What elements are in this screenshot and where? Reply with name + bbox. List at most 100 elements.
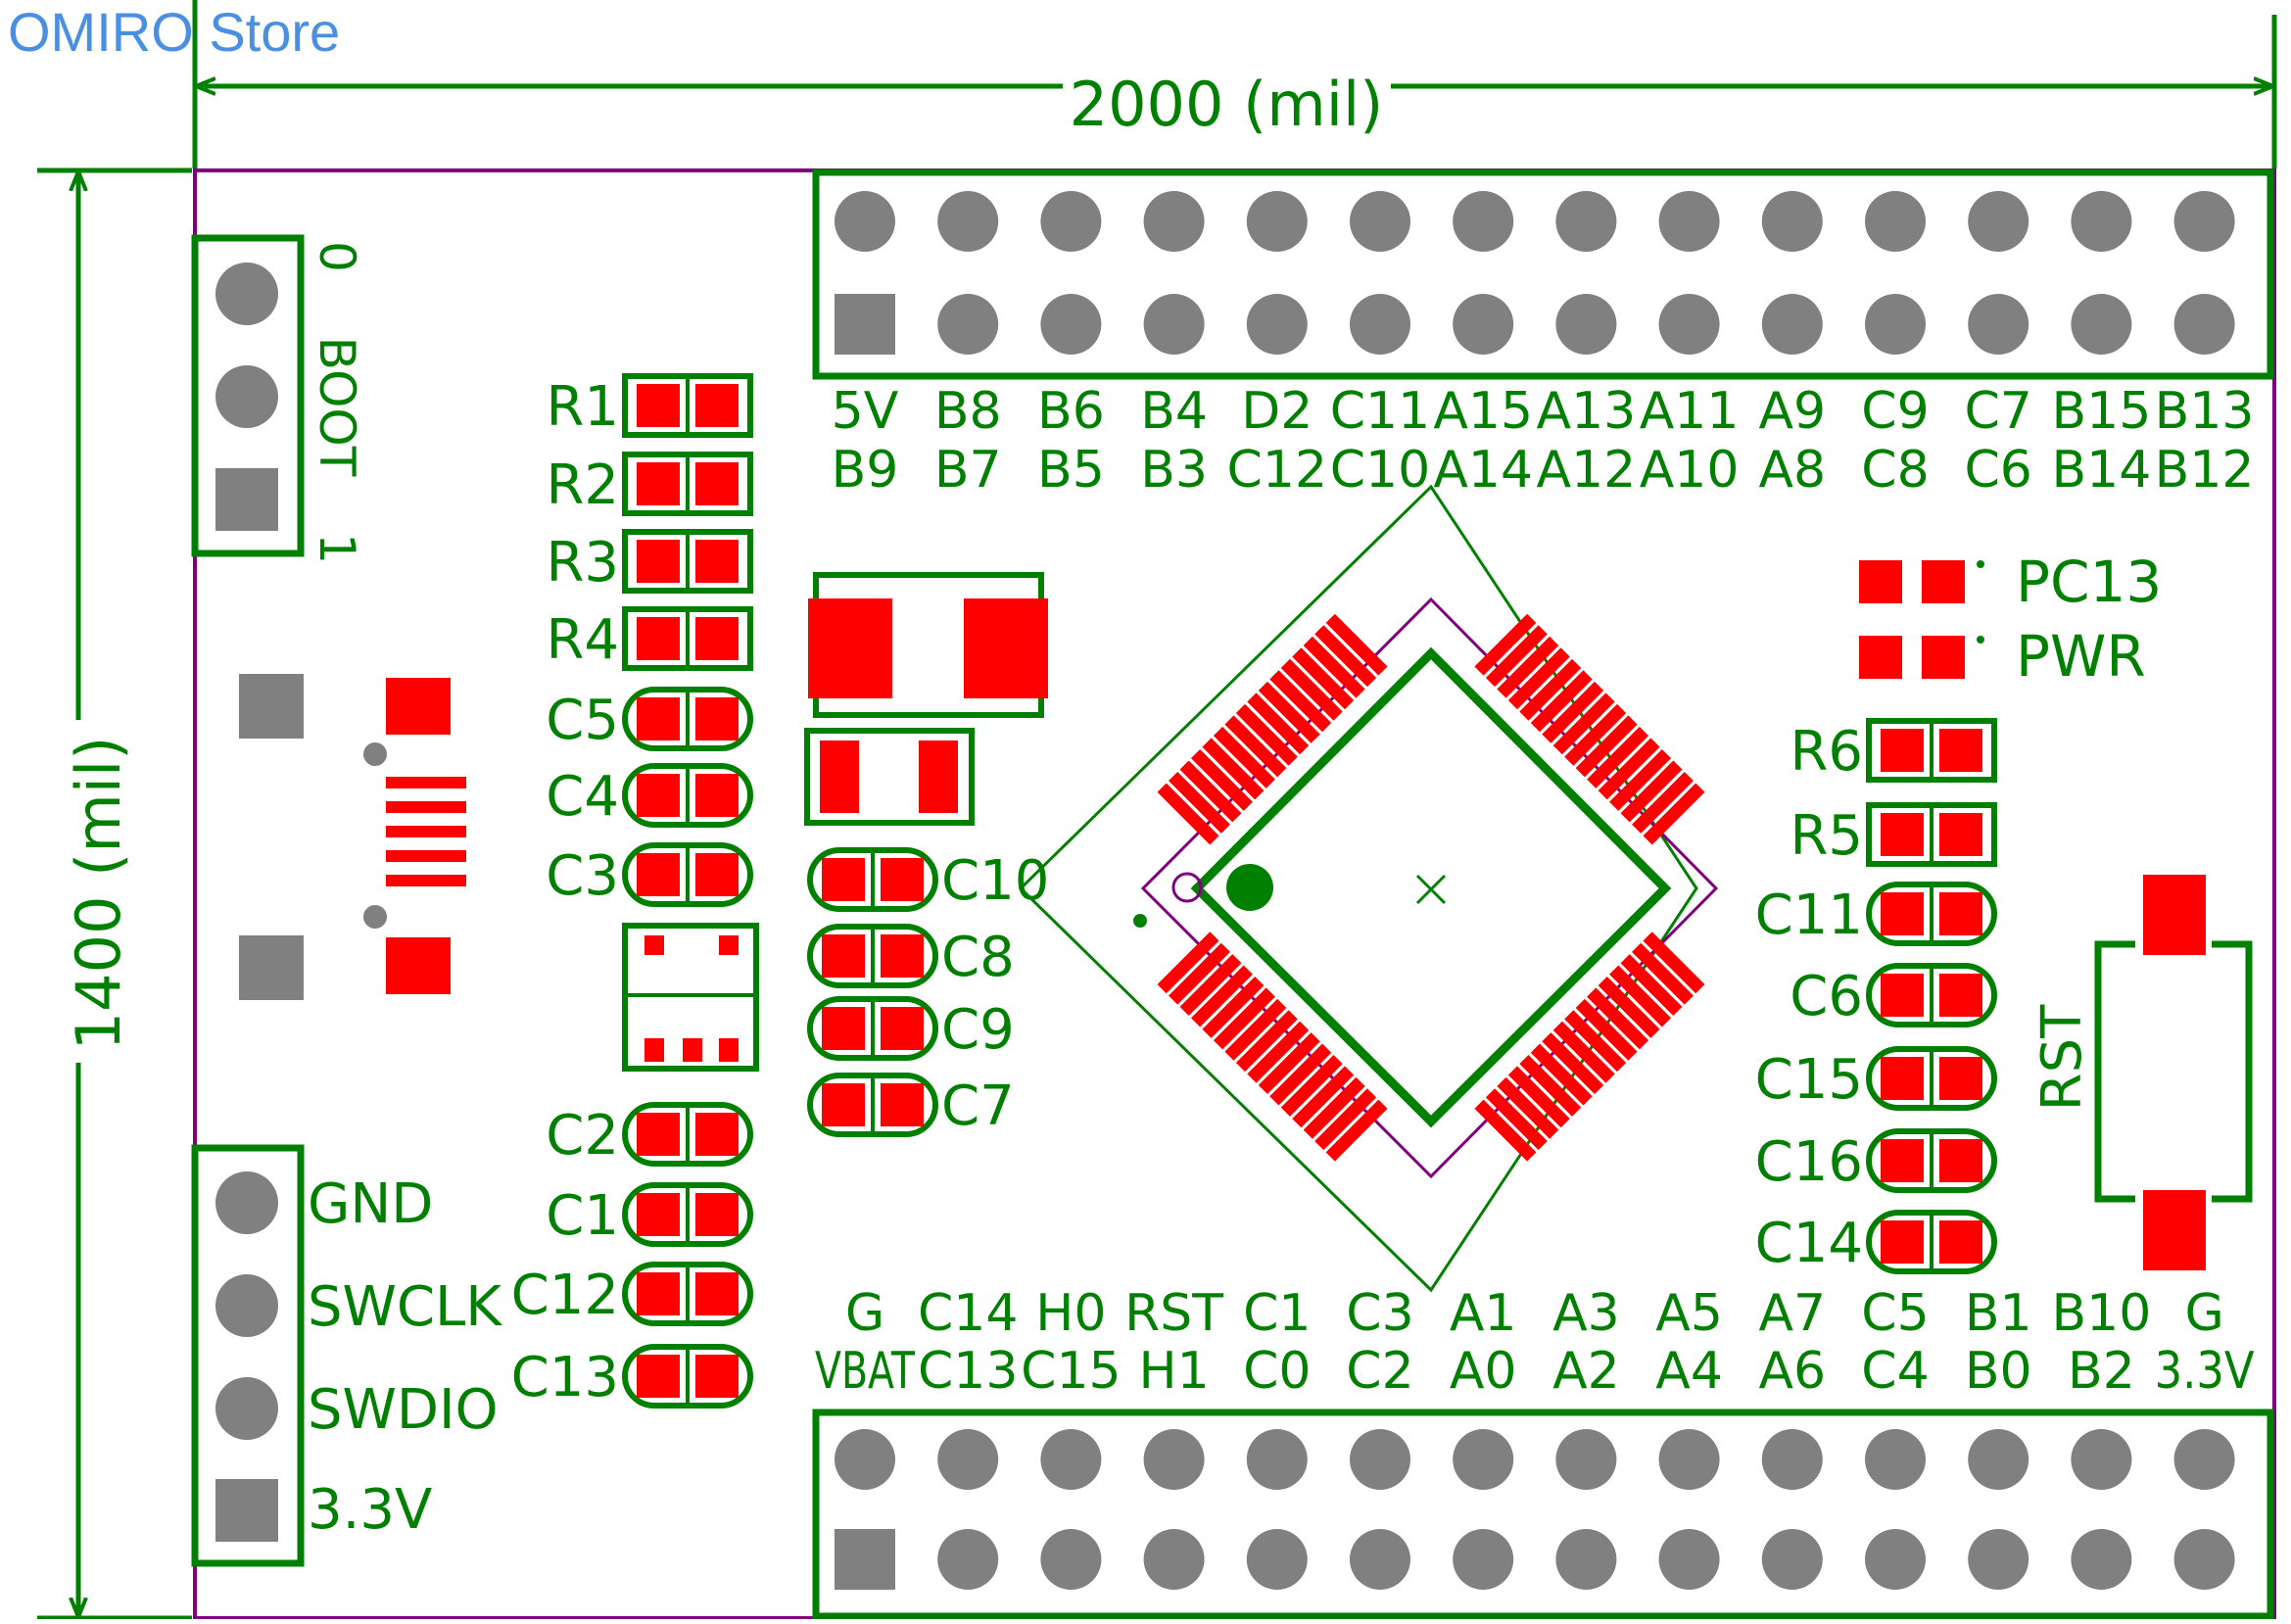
bottom-header-pin-hole: [835, 1429, 895, 1490]
mcu-pin-pad: [1190, 965, 1253, 1027]
mcu-pin-pad: [1314, 625, 1377, 688]
component-pad: [695, 1113, 739, 1156]
mcu-pin1-mark: [1226, 864, 1273, 911]
bottom-header-row1-label: C1: [1243, 1284, 1311, 1343]
component-pad: [822, 1083, 865, 1126]
swd-header-outline: [191, 1144, 305, 1567]
mcu-pin-pad: [1643, 931, 1705, 994]
mcu-chip: [1018, 484, 1719, 1293]
top-header-row2-label: C12: [1227, 441, 1327, 500]
top-header-row2-label: B5: [1037, 441, 1105, 500]
component-pad: [695, 1193, 739, 1236]
swd-pin-hole: [215, 1171, 278, 1234]
mcu-courtyard: [1018, 484, 1698, 1293]
component-pad: [822, 1007, 865, 1050]
top-header-row2-label: A12: [1537, 441, 1637, 500]
top-header-pin-hole: [1143, 191, 1205, 252]
top-header-pin-hole: [1555, 294, 1617, 355]
mcu-pin-pad: [1258, 681, 1320, 743]
top-header-row1-label: C9: [1861, 382, 1929, 441]
mcu-pin-pad: [1519, 658, 1582, 721]
mcu-pin-pad: [1507, 647, 1570, 710]
component-label-c7: C7: [941, 1075, 1015, 1138]
top-header-row1-label: A9: [1758, 382, 1826, 441]
bottom-header-pin-hole: [1143, 1429, 1205, 1490]
mcu-pin-pad: [1564, 703, 1627, 766]
boot-pin-hole: [215, 365, 278, 428]
component-pad: [637, 1193, 680, 1236]
top-header-pin-hole: [1761, 191, 1823, 252]
mcu-pin-pad: [1552, 1021, 1615, 1083]
usb-signal-pad: [386, 777, 466, 788]
mcu-pin-pad: [1224, 715, 1287, 778]
regulator-pad: [719, 935, 739, 955]
component-label-c9: C9: [941, 998, 1015, 1062]
usb-mount-hole: [239, 674, 304, 739]
voltage-regulator: [622, 923, 759, 1072]
mcu-pin-pad: [1575, 715, 1638, 778]
mcu-pin-pad: [1497, 636, 1559, 698]
bottom-header-pin-hole: [1555, 1529, 1617, 1590]
component-label-r6: R6: [1790, 720, 1863, 784]
bottom-header-pin-hole: [1453, 1529, 1514, 1590]
top-header-pin1-square: [835, 294, 895, 355]
mcu-pin-pad: [1474, 1099, 1537, 1162]
component-pad: [695, 853, 739, 896]
top-header-row1-label: B6: [1037, 382, 1105, 441]
usb-signal-pad: [386, 875, 466, 886]
component-pad: [1939, 1057, 1982, 1100]
top-header-row2-label: A8: [1758, 441, 1826, 500]
mcu-pin-pad: [1620, 760, 1683, 823]
bottom-header-pin-hole: [937, 1529, 999, 1590]
component-pad: [881, 934, 924, 978]
bottom-header-pin-hole: [1968, 1529, 2029, 1590]
swd-pin-hole: [215, 1274, 278, 1337]
bottom-header-outline: [812, 1409, 2274, 1620]
boot-pin-square: [215, 468, 278, 531]
component-label-c15: C15: [1755, 1048, 1863, 1112]
component-label-c3: C3: [546, 844, 619, 908]
component-pad: [637, 540, 680, 583]
mcu-pin-pad: [1519, 1054, 1582, 1117]
top-header-row1-label: 5V: [832, 382, 899, 441]
component-pad: [695, 462, 739, 505]
bottom-header-row1-label: B10: [2051, 1284, 2151, 1343]
led-pwr-pad: [1859, 636, 1902, 679]
component-label-c14: C14: [1755, 1212, 1863, 1275]
led-pwr-polarity-dot: [1977, 636, 1984, 644]
top-header-row1-label: A15: [1433, 382, 1533, 441]
bottom-header-row2-label: C4: [1861, 1342, 1929, 1401]
bottom-header-row2-label: C2: [1346, 1342, 1413, 1401]
component-pad: [1939, 1220, 1982, 1264]
top-header-pin-hole: [1350, 294, 1410, 355]
usb-connector: [239, 674, 466, 1000]
mcu-pin-pad: [1202, 976, 1265, 1038]
mcu-pin-pad: [1292, 1066, 1355, 1128]
component-pad: [822, 934, 865, 978]
mcu-pin-pad: [1213, 987, 1275, 1050]
component-pad: [1881, 1139, 1924, 1182]
mcu-pin-pad: [1235, 703, 1298, 766]
mcu-pin-pad: [1213, 726, 1275, 788]
crystal-pad: [964, 598, 1048, 698]
component-pad: [695, 617, 739, 660]
component-pad: [637, 697, 680, 740]
bottom-header-pin-hole: [1453, 1429, 1514, 1490]
mcu-body: [1190, 646, 1672, 1128]
mcu-pin-pad: [1202, 738, 1265, 800]
mcu-pin-pad: [1325, 1099, 1388, 1162]
top-header-row2-label: A10: [1640, 441, 1740, 500]
component-pad: [881, 858, 924, 901]
regulator-pad: [644, 1038, 664, 1062]
component-pad: [1939, 974, 1982, 1017]
bottom-header-row2-label: A2: [1552, 1342, 1620, 1401]
mcu-pin-pad: [1530, 670, 1593, 733]
component-label-r4: R4: [546, 608, 619, 672]
diode-outline: [804, 728, 975, 826]
mcu-pin-pad: [1497, 1076, 1559, 1139]
component-label-c2: C2: [546, 1104, 619, 1168]
usb-shield-pad: [386, 937, 451, 994]
bottom-header-pin-hole: [1865, 1529, 1926, 1590]
component-pad: [1939, 813, 1982, 856]
